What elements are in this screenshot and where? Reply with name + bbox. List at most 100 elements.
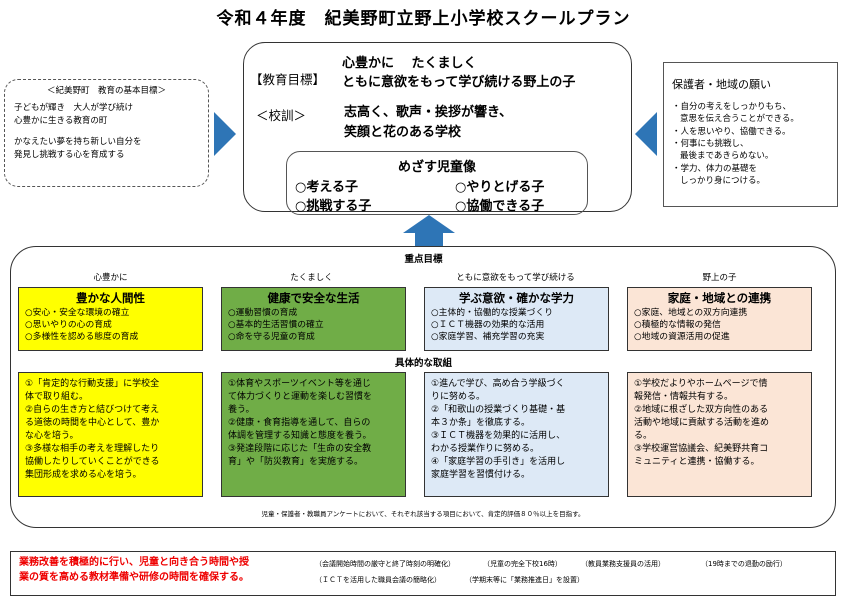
focus-card-item: ○主体的・協働的な授業づくり	[431, 308, 554, 318]
goal-line: 心豊かに たくましく	[342, 56, 477, 71]
basic-goal-heading: ＜紀美野町 教育の基本目標＞	[46, 86, 166, 96]
action-line: な心を培う。	[25, 431, 79, 442]
focus-box	[10, 246, 836, 528]
focus-card-item: ○家庭学習、補充学習の充実	[431, 331, 545, 342]
action-line: る。	[634, 431, 653, 442]
action-line: て体力づくりと運動を楽しむ習慣を	[228, 392, 373, 403]
action-line: 体調を管理する知識と態度を養う。	[228, 431, 372, 442]
left-arrow-icon	[635, 112, 657, 156]
work-reform-box: 業務改善を積極的に行い、児童と向き合う時間や授 業の質を高める教材準備や研修の時…	[10, 551, 836, 596]
action-line: 報発信・情報共有する。	[634, 392, 734, 403]
basic-goal-line: 子どもが輝き 大人が学び続け	[14, 102, 134, 113]
category-label: 心豊かに	[93, 273, 128, 283]
action-card-community: ①学校だよりやホームページで情 報発信・情報共有する。 ②地域に根ざした双方向性…	[627, 372, 812, 497]
motto-label: ＜校訓＞	[256, 108, 307, 123]
focus-card-learning: 学ぶ意欲・確かな学力 ○主体的・協働的な授業づくり ○ＩＣＴ機器の効果的な活用 …	[424, 287, 609, 351]
focus-card-humanity: 豊かな人間性 ○安心・安全な環境の確立 ○思いやりの心の育成 ○多様性を認める態…	[18, 287, 203, 351]
action-line: ②健康・食育指導を通して、自らの	[228, 418, 371, 429]
parents-item: ・学力、体力の基礎を	[672, 163, 758, 174]
action-line: ③発達段階に応じた「生命の安全教	[228, 444, 372, 455]
focus-card-item: ○多様性を認める態度の育成	[25, 331, 139, 342]
ideal-item: ○挑戦する子	[295, 199, 372, 214]
focus-card-item: ○思いやりの心の育成	[25, 319, 112, 330]
action-line: 集団形成を求める心を培う。	[25, 470, 142, 481]
ideal-item: ○やりとげる子	[455, 180, 545, 195]
action-line: ③ＩＣＴ機器を効果的に活用し、	[431, 431, 566, 442]
parents-item: ・人を思いやり、協働できる。	[672, 126, 791, 137]
parents-item: ・何事にも挑戦し、	[672, 138, 749, 149]
motto-line: 志高く、歌声・挨拶が響き、	[344, 105, 513, 120]
action-line: りに努める。	[431, 392, 486, 403]
focus-card-item: ○運動習慣の育成	[228, 308, 298, 318]
action-line: る道徳の時間を中心として、豊か	[25, 418, 160, 429]
focus-card-item: ○地域の資源活用の促進	[634, 331, 730, 342]
work-reform-item: （会議開始時間の厳守と終了時刻の明確化）	[315, 560, 455, 568]
action-line: 本３か条」を徹底する。	[431, 418, 531, 429]
action-line: ②「和歌山の授業づくり基礎・基	[431, 405, 566, 416]
parents-item: 意思を伝え合うことができる。	[680, 114, 799, 125]
action-line: ③多様な相手の考えを理解したり	[25, 444, 160, 455]
focus-card-item: ○基本的生活習慣の確立	[228, 319, 324, 330]
basic-goal-box: ＜紀美野町 教育の基本目標＞ 子どもが輝き 大人が学び続け 心豊かに生きる教育の…	[4, 79, 209, 187]
action-line: ミュニティと連携・協働する。	[634, 457, 760, 468]
ideal-item: ○協働できる子	[455, 199, 545, 214]
action-card-learning: ①進んで学び、高め合う学級づく りに努める。 ②「和歌山の授業づくり基礎・基 本…	[424, 372, 609, 497]
ideal-student-box: めざす児童像 ○考える子 ○やりとげる子 ○挑戦する子 ○協働できる子	[286, 151, 588, 215]
parents-item: しっかり身につける。	[680, 175, 766, 186]
action-line: ②地域に根ざした双方向性のある	[634, 405, 769, 416]
focus-card-title: 健康で安全な生活	[267, 291, 360, 305]
focus-label: 重点目標	[404, 254, 443, 265]
parents-item: 最後まであきらめない。	[680, 151, 774, 162]
action-line: わかる授業作りに努める。	[431, 444, 540, 455]
action-line: ①体育やスポーツイベント等を通じ	[228, 379, 371, 389]
up-arrow-icon	[403, 215, 455, 233]
action-line: ②自らの生き方と結びつけて考え	[25, 405, 160, 416]
action-line: ③学校運営協議会、紀美野共育コ	[634, 444, 769, 455]
parents-item: ・自分の考えをしっかりもち、	[672, 101, 792, 112]
action-line: ①「肯定的な行動支援」に学校全	[25, 379, 160, 389]
focus-card-item: ○ＩＣＴ機器の効果的な活用	[431, 319, 545, 330]
category-label: たくましく	[290, 273, 333, 283]
goal-line: ともに意欲をもって学び続ける野上の子	[342, 74, 576, 90]
focus-card-title: 学ぶ意欲・確かな学力	[459, 291, 574, 305]
work-reform-line: 業の質を高める教材準備や研修の時間を確保する。	[19, 571, 249, 583]
action-line: 体で取り組む。	[25, 392, 89, 403]
work-reform-item: （ＩＣＴを活用した職員会議の簡略化）	[315, 576, 441, 584]
parents-wishes-box: 保護者・地域の願い ・自分の考えをしっかりもち、 意思を伝え合うことができる。 …	[663, 62, 838, 207]
action-card-health: ①体育やスポーツイベント等を通じ て体力づくりと運動を楽しむ習慣を 養う。 ②健…	[221, 372, 406, 497]
focus-card-item: ○命を守る児童の育成	[228, 331, 315, 342]
action-line: 家庭学習を習慣付ける。	[431, 470, 531, 481]
parents-heading: 保護者・地域の願い	[672, 78, 771, 91]
ideal-item: ○考える子	[295, 180, 358, 195]
focus-card-health: 健康で安全な生活 ○運動習慣の育成 ○基本的生活習慣の確立 ○命を守る児童の育成	[221, 287, 406, 351]
focus-card-item: ○積極的な情報の発信	[634, 319, 721, 330]
actions-label: 具体的な取組	[394, 358, 452, 369]
action-line: ①進んで学び、高め合う学級づく	[431, 379, 565, 389]
focus-card-item: ○安心・安全な環境の確立	[25, 308, 130, 318]
survey-note: 児童・保護者・教職員アンケートにおいて、それぞれ該当する項目において、肯定的評価…	[261, 510, 585, 518]
work-reform-item: （児童の完全下校16時）	[483, 560, 562, 568]
goal-label: 【教育目標】	[250, 72, 326, 87]
focus-card-item: ○家庭、地域との双方向連携	[634, 308, 748, 318]
motto-line: 笑顔と花のある学校	[344, 125, 462, 141]
goal-text: 心豊かに たくましく ともに意欲をもって学び続ける野上の子	[342, 55, 575, 93]
work-reform-item: （19時までの退勤の励行）	[701, 560, 787, 568]
action-line: ④「家庭学習の手引き」を活用し	[431, 457, 566, 468]
basic-goal-line: 心豊かに生きる教育の町	[14, 115, 108, 126]
action-line: ①学校だよりやホームページで情	[634, 379, 768, 389]
work-reform-item: （学期末等に「業務推進日」を設置）	[465, 576, 584, 584]
motto-text: 志高く、歌声・挨拶が響き、 笑顔と花のある学校	[344, 103, 512, 143]
category-label: 野上の子	[702, 273, 737, 283]
action-line: 活動や地域に貢献する活動を進め	[634, 418, 770, 429]
action-card-humanity: ①「肯定的な行動支援」に学校全 体で取り組む。 ②自らの生き方と結びつけて考え …	[18, 372, 203, 497]
ideal-title: めざす児童像	[397, 160, 476, 175]
education-goal-box: 【教育目標】 心豊かに たくましく ともに意欲をもって学び続ける野上の子 ＜校訓…	[243, 42, 632, 215]
focus-card-title: 家庭・地域との連携	[667, 291, 772, 305]
work-reform-item: （教員業務支援員の活用）	[581, 560, 665, 568]
category-label: ともに意欲をもって学び続ける	[456, 273, 575, 283]
right-arrow-icon	[214, 112, 236, 156]
focus-card-title: 豊かな人間性	[76, 291, 145, 305]
basic-goal-line: 発見し挑戦する心を育成する	[14, 150, 125, 160]
action-line: 育」や「防災教育」を実施する。	[228, 457, 364, 468]
work-reform-text: 業務改善を積極的に行い、児童と向き合う時間や授 業の質を高める教材準備や研修の時…	[19, 556, 249, 585]
